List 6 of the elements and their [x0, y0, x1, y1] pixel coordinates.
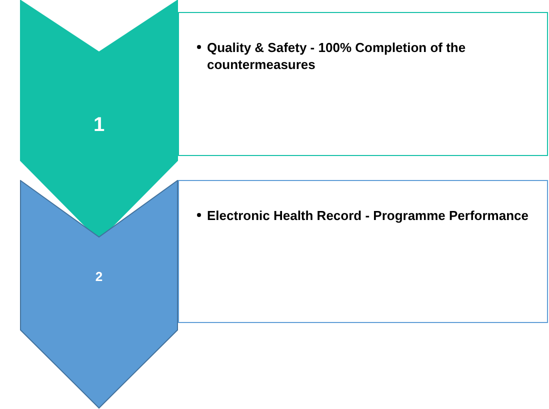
- step-number: 1: [93, 113, 105, 138]
- text-box: [178, 12, 548, 156]
- bullet-text: Quality & Safety - 100% Completion of the countermeasures: [207, 39, 467, 73]
- bullet-text: Electronic Health Record - Programme Performance: [207, 207, 528, 224]
- step-number: 2: [95, 268, 103, 286]
- text-box: [178, 180, 548, 323]
